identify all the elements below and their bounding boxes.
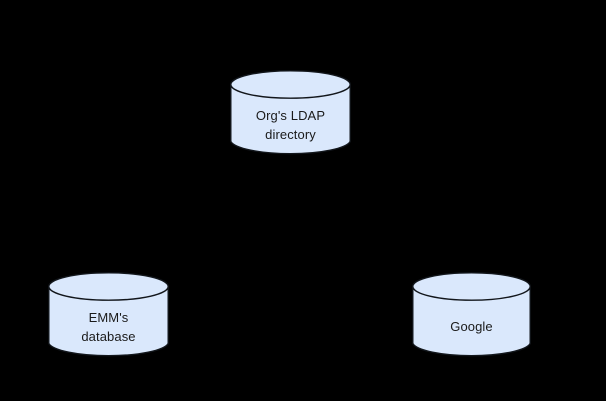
database-cylinder-icon <box>412 272 531 357</box>
database-cylinder-icon <box>48 272 169 357</box>
database-cylinder-icon <box>230 70 351 155</box>
node-google[interactable]: Google <box>412 272 531 358</box>
node-org-ldap-directory[interactable]: Org's LDAP directory <box>230 70 351 156</box>
node-emm-database[interactable]: EMM's database <box>48 272 169 358</box>
